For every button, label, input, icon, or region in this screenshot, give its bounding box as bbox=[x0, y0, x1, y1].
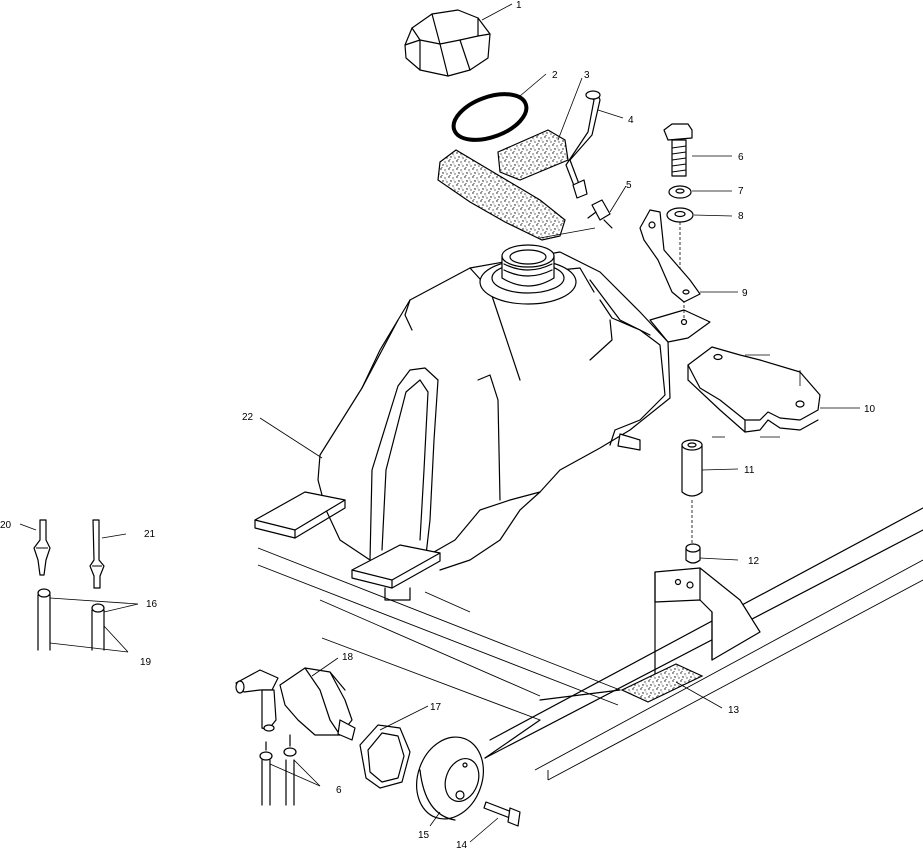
decal-13 bbox=[620, 663, 704, 703]
tank-mount-pads bbox=[254, 491, 441, 601]
leader-lines bbox=[19, 3, 860, 843]
callout-8: 8 bbox=[738, 211, 744, 222]
callout-22: 22 bbox=[242, 412, 254, 423]
callout-14: 14 bbox=[456, 840, 468, 850]
bolt-stack bbox=[663, 123, 694, 320]
callout-7: 7 bbox=[738, 186, 744, 197]
mount-bracket bbox=[639, 209, 701, 303]
callout-20: 20 bbox=[0, 520, 12, 531]
callout-4: 4 bbox=[628, 115, 634, 126]
filter-cup bbox=[416, 736, 484, 821]
callout-19: 19 bbox=[140, 657, 152, 668]
fuel-tank bbox=[317, 244, 711, 573]
frame-bracket bbox=[654, 567, 761, 681]
callout-1: 1 bbox=[516, 0, 522, 11]
callout-13: 13 bbox=[728, 705, 740, 716]
fuel-cap bbox=[404, 9, 491, 77]
callout-18: 18 bbox=[342, 652, 354, 663]
foam-pads bbox=[437, 129, 569, 241]
callout-6-top: 6 bbox=[738, 152, 744, 163]
frame-rails bbox=[257, 507, 923, 781]
o-ring bbox=[451, 92, 529, 142]
callout-10: 10 bbox=[864, 404, 876, 415]
callout-labels: 1 2 3 4 5 6 7 8 9 10 11 12 13 14 15 6 16… bbox=[0, 0, 876, 850]
callout-17: 17 bbox=[430, 702, 442, 713]
callout-3: 3 bbox=[584, 70, 590, 81]
callout-15: 15 bbox=[418, 830, 430, 841]
spare-hoses bbox=[33, 519, 105, 651]
callout-21: 21 bbox=[144, 529, 156, 540]
callout-16: 16 bbox=[146, 599, 158, 610]
callout-5: 5 bbox=[626, 180, 632, 191]
vent-hose bbox=[565, 90, 613, 229]
callout-12: 12 bbox=[748, 556, 760, 567]
callout-6-bottom: 6 bbox=[336, 785, 342, 796]
callout-9: 9 bbox=[742, 288, 748, 299]
hex-nut bbox=[359, 724, 411, 789]
spacer bbox=[681, 439, 703, 564]
tank-strap bbox=[687, 346, 821, 438]
valve-hoses bbox=[259, 734, 297, 806]
fuel-valve bbox=[235, 667, 356, 741]
callout-2: 2 bbox=[552, 70, 558, 81]
callout-11: 11 bbox=[744, 465, 755, 476]
drain-bolt bbox=[483, 801, 521, 827]
